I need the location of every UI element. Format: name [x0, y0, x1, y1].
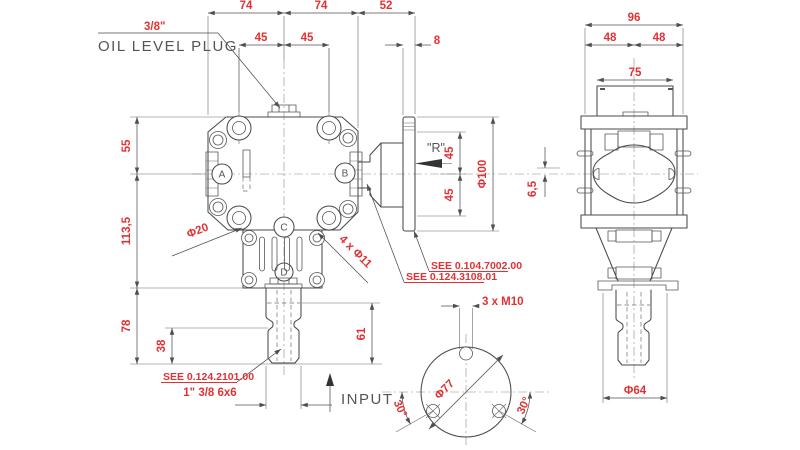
- dim-61: 61: [356, 327, 368, 340]
- dim-113-5: 113,5: [121, 216, 133, 245]
- dim-4xd11: 4 x Φ11: [336, 233, 374, 271]
- oil-plug-size-label: 3/8": [144, 21, 165, 33]
- oil-level-plug-label: OIL LEVEL PLUG: [98, 38, 238, 55]
- dim-52: 52: [380, 0, 393, 12]
- dim-3xm10: 3 x M10: [482, 296, 524, 308]
- port-a-label: A: [219, 170, 226, 181]
- input-direction-arrow: [326, 373, 334, 386]
- port-d-label: D: [280, 268, 287, 279]
- dim-6-5: 6,5: [527, 180, 539, 197]
- input-label: INPUT: [341, 391, 394, 408]
- dim-78: 78: [121, 319, 133, 332]
- dim-96: 96: [628, 12, 641, 24]
- r-reference-label: "R": [427, 141, 445, 155]
- dim-d20: Φ20: [185, 221, 210, 240]
- dim-d100: Φ100: [477, 160, 489, 189]
- dim-74-left: 74: [240, 0, 253, 12]
- dim-45-left: 45: [255, 32, 268, 44]
- dim-55: 55: [121, 139, 133, 152]
- dim-8: 8: [434, 35, 441, 47]
- front-view: A B C D: [205, 48, 416, 364]
- dimensions: 74 74 52 45 45 8 55 113,5 78 38 61 45 45…: [98, 0, 684, 430]
- r-direction-arrow: [415, 159, 442, 168]
- dim-d77: Φ77: [433, 378, 457, 402]
- port-b-label: B: [342, 169, 349, 180]
- dim-30-left: 30°: [391, 398, 409, 419]
- shaft-spec-label: 1" 3/8 6x6: [183, 387, 236, 399]
- dim-30-right: 30°: [515, 395, 533, 416]
- dim-38: 38: [156, 339, 168, 352]
- dim-flange-45-bottom: 45: [444, 188, 456, 201]
- dim-48-left: 48: [604, 32, 617, 44]
- dim-75: 75: [629, 67, 642, 79]
- callout-see-gearbox: SEE 0.124.3108.01: [406, 271, 497, 283]
- dim-74-right: 74: [315, 0, 328, 12]
- dim-45-right: 45: [301, 32, 314, 44]
- side-view: [576, 85, 692, 366]
- dim-flange-45-top: 45: [444, 146, 456, 159]
- dim-d64: Φ64: [624, 385, 647, 397]
- dim-48-right: 48: [653, 32, 666, 44]
- callout-see-shaft: SEE 0.124.2101.00: [163, 371, 254, 383]
- callout-see-flange: SEE 0.104.7002.00: [431, 260, 522, 272]
- port-c-label: C: [280, 223, 287, 234]
